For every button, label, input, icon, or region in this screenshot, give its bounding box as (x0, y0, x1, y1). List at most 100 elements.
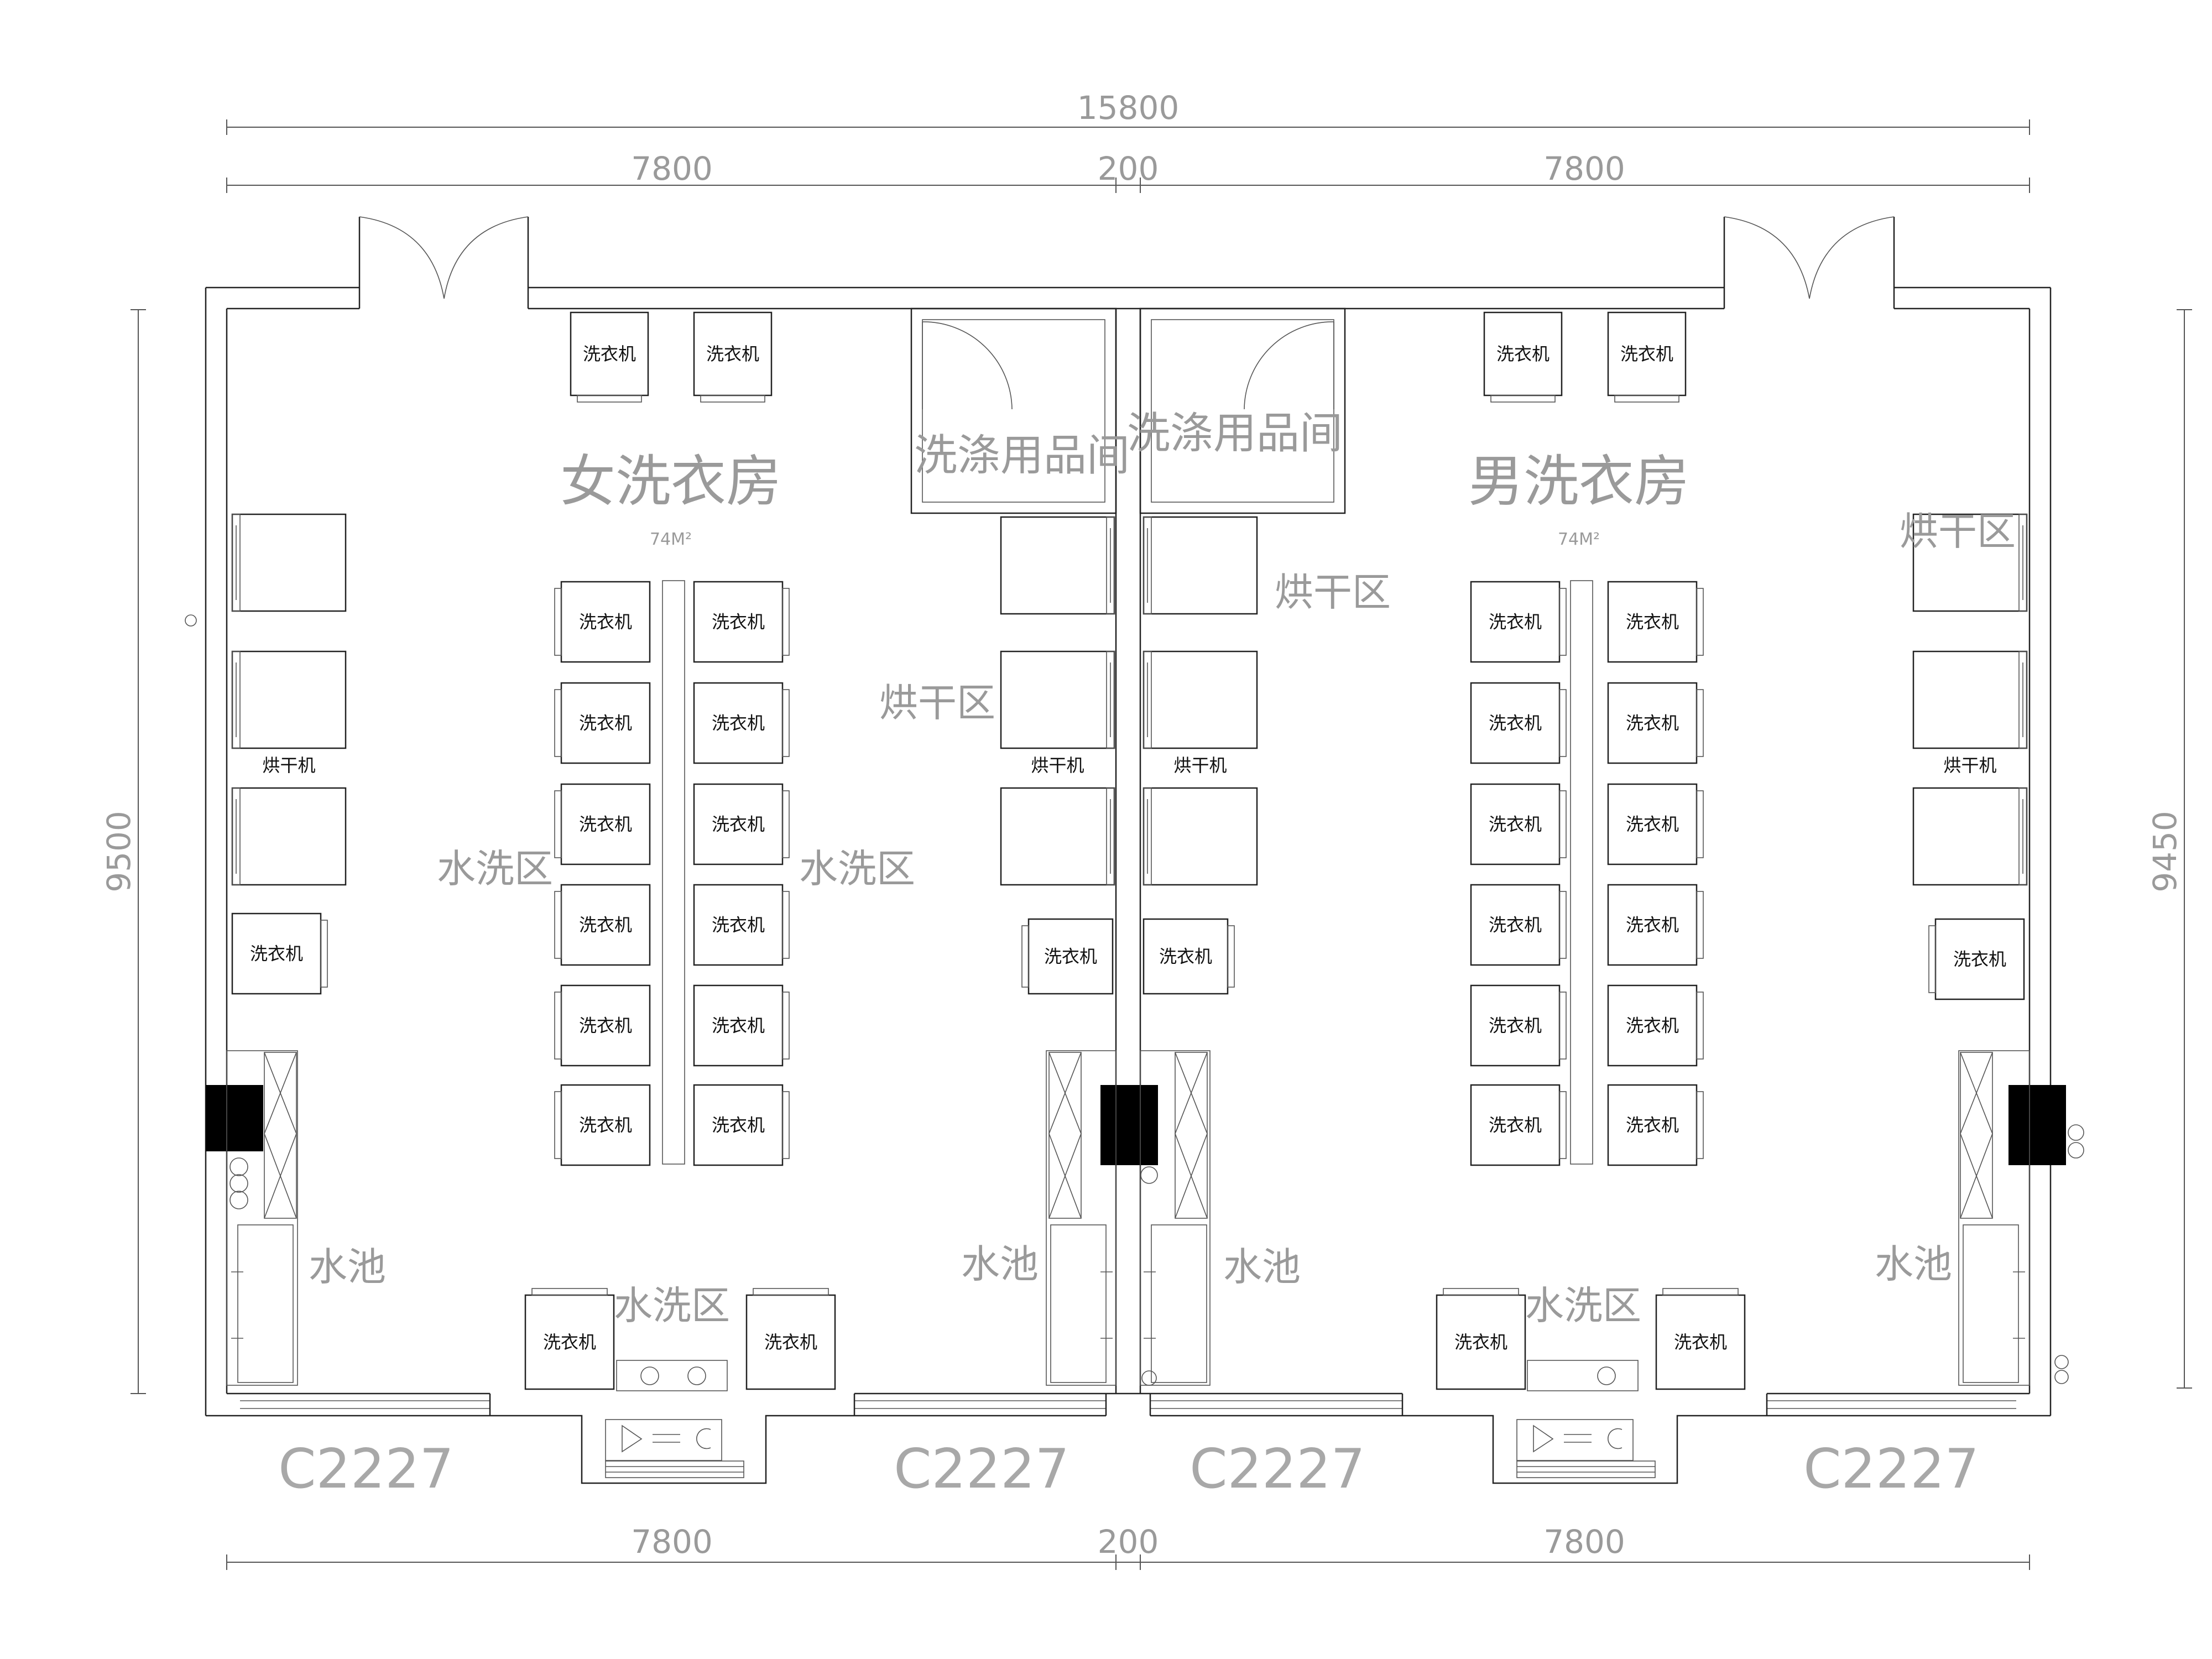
washer-machine: 洗衣机 (554, 884, 651, 966)
washer-label: 洗衣机 (1489, 1115, 1542, 1136)
room-title-men: 男洗衣房 (1468, 449, 1689, 514)
washer-label: 洗衣机 (712, 1015, 765, 1036)
entrance-doors (358, 216, 1895, 299)
dryer-machine (1142, 787, 1258, 886)
dryer-label: 烘干机 (262, 755, 315, 776)
zone-dry-women: 烘干区 (879, 680, 995, 726)
washer-machine: 洗衣机 (693, 581, 790, 663)
dryer-machine (1912, 513, 2028, 612)
washer-machine: 洗衣机 (1655, 1288, 1746, 1390)
washer-label: 洗衣机 (1626, 612, 1679, 633)
washer-machine: 洗衣机 (524, 1288, 615, 1390)
dim-left-bay: 7800 (631, 150, 713, 187)
washer-group: 洗衣机洗衣机洗衣机洗衣机洗衣机洗衣机洗衣机洗衣机洗衣机洗衣机洗衣机洗衣机洗衣机洗… (231, 311, 2025, 1390)
dim-right-bay: 7800 (1543, 150, 1625, 187)
washer-machine: 洗衣机 (554, 984, 651, 1067)
dryer-label: 烘干机 (1173, 755, 1227, 776)
washer-machine: 洗衣机 (1470, 1084, 1567, 1166)
dim-overall: 15800 (1077, 89, 1180, 127)
washer-label: 洗衣机 (579, 612, 632, 633)
washer-machine: 洗衣机 (1607, 581, 1704, 663)
wall-marker-icon (185, 614, 197, 627)
washer-label: 洗衣机 (712, 612, 765, 633)
washer-label: 洗衣机 (706, 343, 759, 364)
zone-sink-4: 水池 (1875, 1241, 1952, 1287)
dryer-machine (1000, 516, 1115, 615)
washer-machine: 洗衣机 (1607, 884, 1704, 966)
washer-label: 洗衣机 (1953, 949, 2006, 970)
washer-machine: 洗衣机 (554, 682, 651, 764)
washer-label: 洗衣机 (1626, 814, 1679, 835)
zone-wash-men-bottom: 水洗区 (1525, 1283, 1641, 1328)
washer-label: 洗衣机 (579, 713, 632, 734)
dryer-machine (1142, 516, 1258, 615)
washer-machine: 洗衣机 (693, 682, 790, 764)
walls (205, 286, 2052, 1484)
washer-label: 洗衣机 (712, 1115, 765, 1136)
dim-left-height: 9500 (100, 811, 138, 893)
washer-label: 洗衣机 (1454, 1332, 1507, 1353)
washer-label: 洗衣机 (583, 343, 636, 364)
window-code-1: C2227 (278, 1438, 454, 1501)
dryer-machine: 烘干机 (1912, 650, 2028, 776)
washer-label: 洗衣机 (1674, 1332, 1727, 1353)
window-code-2: C2227 (894, 1438, 1070, 1501)
washer-machine: 洗衣机 (693, 884, 790, 966)
storage-rooms (910, 307, 1346, 514)
storage-room-label-right: 洗涤用品间 (1127, 409, 1343, 458)
washer-label: 洗衣机 (1626, 915, 1679, 936)
washer-machine: 洗衣机 (1483, 311, 1563, 403)
washer-label: 洗衣机 (579, 1115, 632, 1136)
washer-machine: 洗衣机 (1607, 1084, 1704, 1166)
washer-machine: 洗衣机 (1470, 984, 1567, 1067)
washer-label: 洗衣机 (1044, 946, 1097, 967)
washer-machine: 洗衣机 (554, 581, 651, 663)
zone-sink-3: 水池 (1223, 1244, 1301, 1290)
washer-machine: 洗衣机 (693, 311, 773, 403)
washer-label: 洗衣机 (1626, 1015, 1679, 1036)
washer-machine: 洗衣机 (1607, 682, 1704, 764)
washer-machine: 洗衣机 (1470, 783, 1567, 865)
washer-machine: 洗衣机 (1928, 918, 2025, 1000)
zone-wash-women-bottom: 水洗区 (614, 1283, 730, 1328)
room-title-women: 女洗衣房 (560, 449, 781, 514)
washer-label: 洗衣机 (543, 1332, 596, 1353)
washer-machine: 洗衣机 (1142, 918, 1235, 995)
dryer-machine (1000, 787, 1115, 886)
washer-machine: 洗衣机 (554, 783, 651, 865)
washer-label: 洗衣机 (1620, 343, 1673, 364)
washer-label: 洗衣机 (712, 814, 765, 835)
dryer-group: 烘干机烘干机烘干机烘干机 (231, 513, 2028, 886)
washer-machine: 洗衣机 (1607, 783, 1704, 865)
dim-right-height: 9450 (2146, 811, 2184, 893)
dryer-machine: 烘干机 (1000, 650, 1115, 776)
washer-machine: 洗衣机 (693, 1084, 790, 1166)
washer-machine: 洗衣机 (1470, 581, 1567, 663)
washer-label: 洗衣机 (1489, 612, 1542, 633)
washer-machine: 洗衣机 (745, 1288, 836, 1390)
dimension-lines (131, 119, 2192, 1570)
washer-label: 洗衣机 (1626, 713, 1679, 734)
center-benches (662, 580, 1593, 1165)
zone-dry-men-right: 烘干区 (1900, 509, 2016, 554)
washer-label: 洗衣机 (1489, 915, 1542, 936)
washer-label: 洗衣机 (579, 1015, 632, 1036)
washer-label: 洗衣机 (579, 915, 632, 936)
storage-room-label-left: 洗涤用品间 (914, 431, 1130, 481)
washer-label: 洗衣机 (1489, 713, 1542, 734)
washer-machine: 洗衣机 (1470, 884, 1567, 966)
washer-machine: 洗衣机 (693, 984, 790, 1067)
dim-bottom-right-bay: 7800 (1543, 1523, 1625, 1561)
washer-machine: 洗衣机 (1436, 1288, 1526, 1390)
dryer-machine (1912, 787, 2028, 886)
washer-machine: 洗衣机 (1607, 984, 1704, 1067)
washer-label: 洗衣机 (1489, 814, 1542, 835)
bottom-fixtures (605, 1419, 1656, 1478)
zone-wash-women-left: 水洗区 (437, 846, 553, 891)
washer-machine: 洗衣机 (693, 783, 790, 865)
dryer-machine (231, 787, 347, 886)
room-area-men: 74M² (1558, 530, 1600, 549)
columns (206, 1085, 2066, 1165)
zone-sink-2: 水池 (961, 1241, 1039, 1287)
